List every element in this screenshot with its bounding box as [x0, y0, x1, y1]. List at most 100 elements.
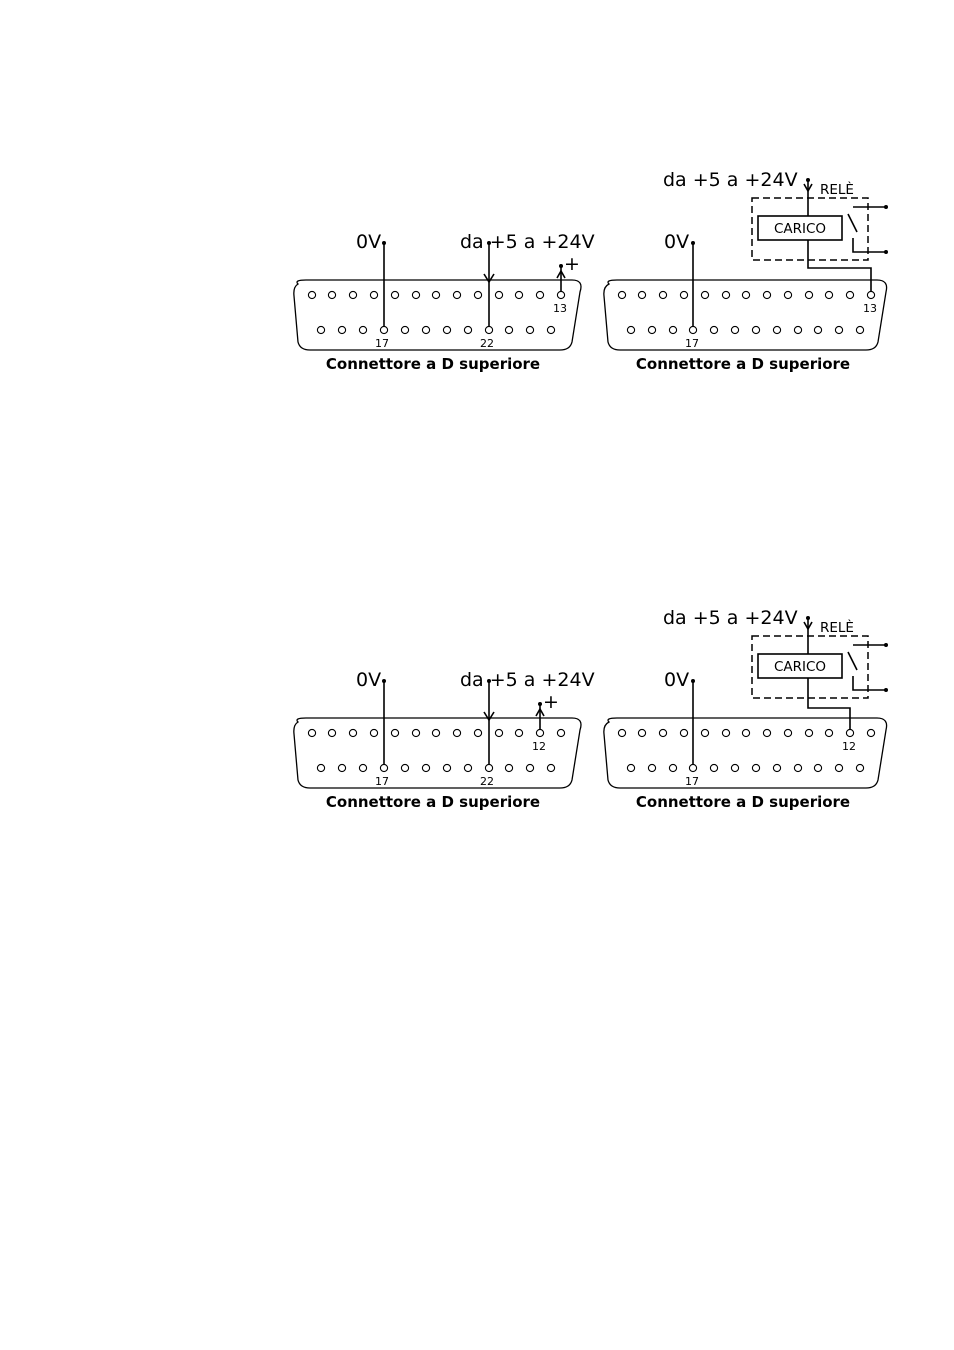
- pin: [316, 325, 326, 335]
- pin: [637, 728, 647, 738]
- pin: [626, 763, 636, 773]
- relay-outline: [751, 197, 869, 261]
- pin: [741, 290, 751, 300]
- pin: [358, 763, 368, 773]
- pin: [316, 763, 326, 773]
- supply-arrow-icon: [803, 621, 813, 631]
- pin: [504, 325, 514, 335]
- supply-label: da +5 a +24V: [460, 231, 595, 253]
- pin: [668, 325, 678, 335]
- supply-arrow-icon: [483, 711, 495, 722]
- pin-13-label: 13: [863, 302, 877, 315]
- pin: [751, 325, 761, 335]
- pin-22-label: 22: [480, 337, 494, 350]
- connector-caption: Connettore a D superiore: [636, 355, 850, 373]
- pin-17: [688, 763, 698, 773]
- pin: [390, 728, 400, 738]
- pin-row-bottom: [626, 325, 865, 335]
- pin: [337, 325, 347, 335]
- pin: [721, 290, 731, 300]
- pin: [647, 763, 657, 773]
- pin: [762, 728, 772, 738]
- pin: [546, 325, 556, 335]
- pin: [813, 763, 823, 773]
- pin-22: [484, 325, 494, 335]
- pin-17: [379, 325, 389, 335]
- supply-terminal-dot: [806, 178, 810, 182]
- pin: [348, 290, 358, 300]
- pin: [504, 763, 514, 773]
- supply-terminal-dot: [487, 679, 491, 683]
- pin: [834, 763, 844, 773]
- supply-label: da +5 a +24V: [663, 169, 798, 191]
- signal-arrow-icon: [535, 707, 545, 717]
- pin: [442, 763, 452, 773]
- pin-17-label: 17: [375, 337, 389, 350]
- pin: [730, 325, 740, 335]
- connector-caption: Connettore a D superiore: [326, 793, 540, 811]
- relay-terminal-dot: [884, 643, 888, 647]
- supply-label: da +5 a +24V: [460, 669, 595, 691]
- pin-17-label: 17: [685, 337, 699, 350]
- pin: [658, 290, 668, 300]
- pin-17-label: 17: [685, 775, 699, 788]
- ground-label: 0V: [664, 231, 689, 253]
- relay-terminal-dot: [884, 205, 888, 209]
- pin: [411, 290, 421, 300]
- pin: [845, 290, 855, 300]
- ground-terminal-dot: [691, 241, 695, 245]
- relay-outline: [751, 635, 869, 699]
- pin-12-label: 12: [532, 740, 546, 753]
- pin-13: [556, 290, 566, 300]
- relay-terminal-dot: [884, 250, 888, 254]
- pin: [793, 325, 803, 335]
- diagram-3-direct-input: 0V da +5 a +24V + 12 17 22 Connettore a …: [293, 669, 595, 811]
- load-to-pin-wire: [807, 240, 872, 291]
- load-label: CARICO: [774, 659, 826, 675]
- pin: [327, 290, 337, 300]
- pin: [358, 325, 368, 335]
- pin: [700, 290, 710, 300]
- ground-terminal-dot: [691, 679, 695, 683]
- supply-terminal-dot: [806, 616, 810, 620]
- pin: [369, 728, 379, 738]
- pin-row-top: [307, 728, 566, 738]
- pin: [700, 728, 710, 738]
- relay-terminal-dot: [884, 688, 888, 692]
- pin-row-bottom: [316, 325, 556, 335]
- plus-label: +: [564, 253, 580, 275]
- ground-terminal-dot: [382, 241, 386, 245]
- plus-label: +: [543, 691, 559, 713]
- pin-13-label: 13: [553, 302, 567, 315]
- pin: [647, 325, 657, 335]
- signal-arrow-icon: [556, 269, 566, 279]
- pin-row-bottom: [626, 763, 865, 773]
- supply-terminal-dot: [487, 241, 491, 245]
- pin: [772, 325, 782, 335]
- pin: [307, 728, 317, 738]
- connector-caption: Connettore a D superiore: [326, 355, 540, 373]
- pin: [804, 290, 814, 300]
- pin: [741, 728, 751, 738]
- pin: [369, 290, 379, 300]
- pin: [411, 728, 421, 738]
- ground-label: 0V: [356, 669, 381, 691]
- pin: [709, 763, 719, 773]
- pin: [494, 290, 504, 300]
- load-box: [757, 653, 843, 679]
- pin-13: [866, 290, 876, 300]
- pin-row-top: [617, 728, 876, 738]
- pin: [463, 325, 473, 335]
- d-connector-shell: [603, 717, 888, 789]
- pin-22: [484, 763, 494, 773]
- signal-terminal-dot: [559, 264, 563, 268]
- pin: [400, 325, 410, 335]
- diagram-2-relay-input: 0V da +5 a +24V RELÈ CARICO 13 17 Connet…: [603, 169, 888, 373]
- pin: [327, 728, 337, 738]
- pin: [772, 763, 782, 773]
- pin: [855, 763, 865, 773]
- pin: [442, 325, 452, 335]
- pin: [463, 763, 473, 773]
- d-connector-shell: [603, 279, 888, 351]
